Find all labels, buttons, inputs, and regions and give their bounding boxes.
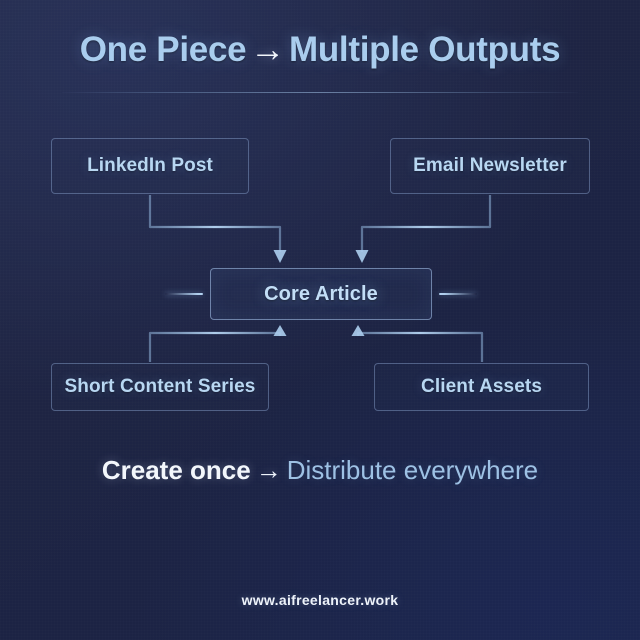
page-title: One Piece→Multiple Outputs: [0, 30, 640, 70]
divider-top: [62, 92, 578, 93]
node-email-newsletter-label: Email Newsletter: [413, 155, 567, 176]
title-trail-text: Multiple Outputs: [288, 30, 561, 69]
title-lead-text: One Piece: [79, 30, 247, 69]
node-core-article[interactable]: Core Article: [210, 268, 432, 320]
tagline-soft-text: Distribute everywhere: [286, 455, 539, 485]
node-client-assets-label: Client Assets: [421, 376, 542, 397]
node-email-newsletter[interactable]: Email Newsletter: [390, 138, 590, 194]
footer-url[interactable]: www.aifreelancer.work: [241, 592, 399, 608]
accent-line-right: [439, 293, 477, 295]
arrow-right-icon: →: [250, 30, 285, 69]
connector-client-to-core: [351, 325, 484, 362]
connector-short-to-core: [148, 325, 287, 362]
node-linkedin-post-label: LinkedIn Post: [87, 155, 213, 176]
node-core-article-label: Core Article: [264, 282, 378, 305]
connector-linkedin-to-core: [148, 195, 287, 263]
node-short-content-series[interactable]: Short Content Series: [51, 363, 269, 411]
connector-email-to-core: [355, 195, 492, 263]
node-short-content-series-label: Short Content Series: [64, 376, 256, 397]
node-linkedin-post[interactable]: LinkedIn Post: [51, 138, 249, 194]
tagline-arrow-right-icon: →: [255, 455, 282, 485]
node-client-assets[interactable]: Client Assets: [374, 363, 589, 411]
tagline-strong-text: Create once: [101, 455, 251, 485]
accent-line-left: [165, 293, 203, 295]
tagline: Create once→Distribute everywhere: [0, 455, 640, 486]
